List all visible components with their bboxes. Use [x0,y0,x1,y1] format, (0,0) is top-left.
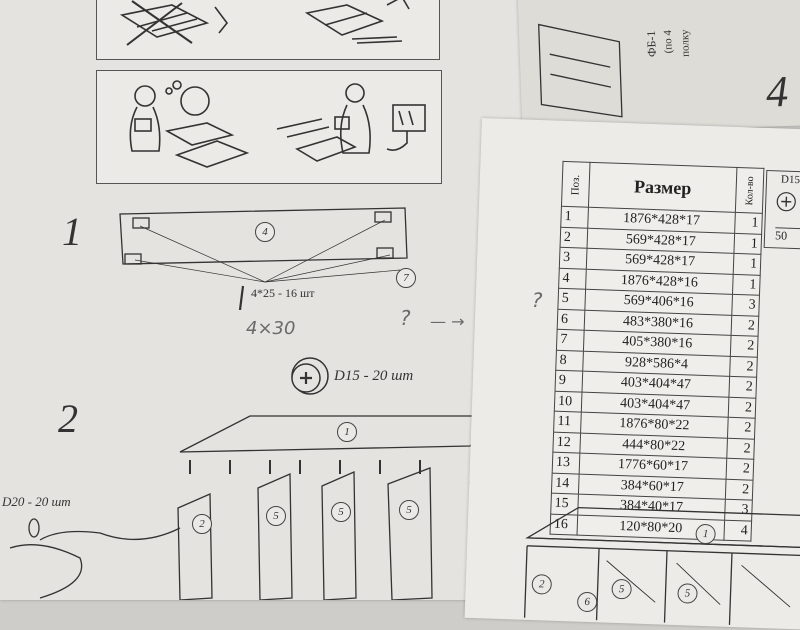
row-pos: 10 [554,390,583,413]
row-qty: 2 [727,417,756,439]
part-marker-top-board: 1 [337,422,357,442]
partial-side-value: 50 [774,227,800,246]
topright-text-2: (по 4 [661,29,675,54]
row-qty: 2 [726,458,754,480]
col-pos-header: Поз. [561,161,591,208]
row-pos: 5 [557,288,586,310]
row-pos: 6 [557,308,585,331]
handwritten-question-mark: ? [400,306,411,330]
handwritten-4x30-note: 4×30 [246,318,296,339]
cam-lock-icon [291,357,329,395]
spec-table-header: Поз. Размер Кол-во [561,161,764,214]
row-qty: 2 [726,437,755,460]
step-number-1: 1 [62,209,82,254]
reading-instructions-panel [96,70,442,184]
cabinet-corner-drawing [538,23,623,118]
row-pos: 1 [560,206,589,228]
people-with-instructions-drawing [129,80,426,168]
row-pos: 3 [559,247,588,269]
row-qty: 2 [728,396,756,419]
crossed-out-assembly-drawing [119,0,410,46]
row-qty: 2 [725,478,754,501]
part-marker-2: 2 [192,514,212,534]
handwritten-arrow: — → [430,312,465,331]
row-qty: 2 [730,335,759,357]
warning-illustration-panel [96,0,440,60]
row-pos: 14 [551,472,580,495]
row-qty: 3 [731,294,760,316]
instruction-sheet-topright: ФБ-1 (по 4 полку 4 [517,0,800,136]
screws-label: 4*25 - 16 шт [251,286,315,300]
part-marker-5c: 5 [399,500,419,520]
part-marker-7: 7 [396,268,416,288]
small-cam-lock-icon [776,192,796,212]
step-number-2: 2 [58,396,78,441]
partial-side-header: D15 [780,173,800,187]
part-marker-5a: 5 [266,506,286,526]
row-qty: 1 [733,253,761,275]
row-pos: 9 [555,370,583,392]
cabinet-bottom-drawing [523,506,800,625]
col-size-header: Размер [588,162,737,213]
row-qty: 2 [729,355,758,378]
row-pos: 7 [556,329,585,351]
step1-panel-drawing [119,207,408,310]
row-pos: 8 [555,349,584,372]
row-qty: 2 [731,314,759,337]
part-marker-4: 4 [255,222,275,242]
dowels-label: D20 - 20 шт [2,494,71,509]
step-number-4-corner: 4 [765,66,790,117]
row-qty: 2 [728,376,757,398]
part-marker-5b: 5 [331,502,351,522]
topright-text-1: ФБ-1 [643,30,659,58]
topright-text-3: полку [678,29,692,58]
row-pos: 11 [553,411,582,433]
row-qty: 1 [732,273,761,296]
row-pos: 13 [552,452,580,474]
row-qty: 1 [734,212,763,234]
col-qty-header: Кол-во [735,167,764,214]
row-qty: 1 [733,232,762,255]
handwritten-question-mark-right: ? [531,287,543,313]
row-pos: 12 [552,431,581,454]
partial-side-table: D15 50 [763,169,800,251]
row-pos: 2 [560,226,588,249]
row-pos: 4 [558,267,587,290]
cam-lock-label: D15 - 20 шт [334,368,414,384]
instruction-sheet-left: 1 4 7 4*25 - 16 шт 4×30 ? — → D15 - 20 ш… [0,0,560,600]
